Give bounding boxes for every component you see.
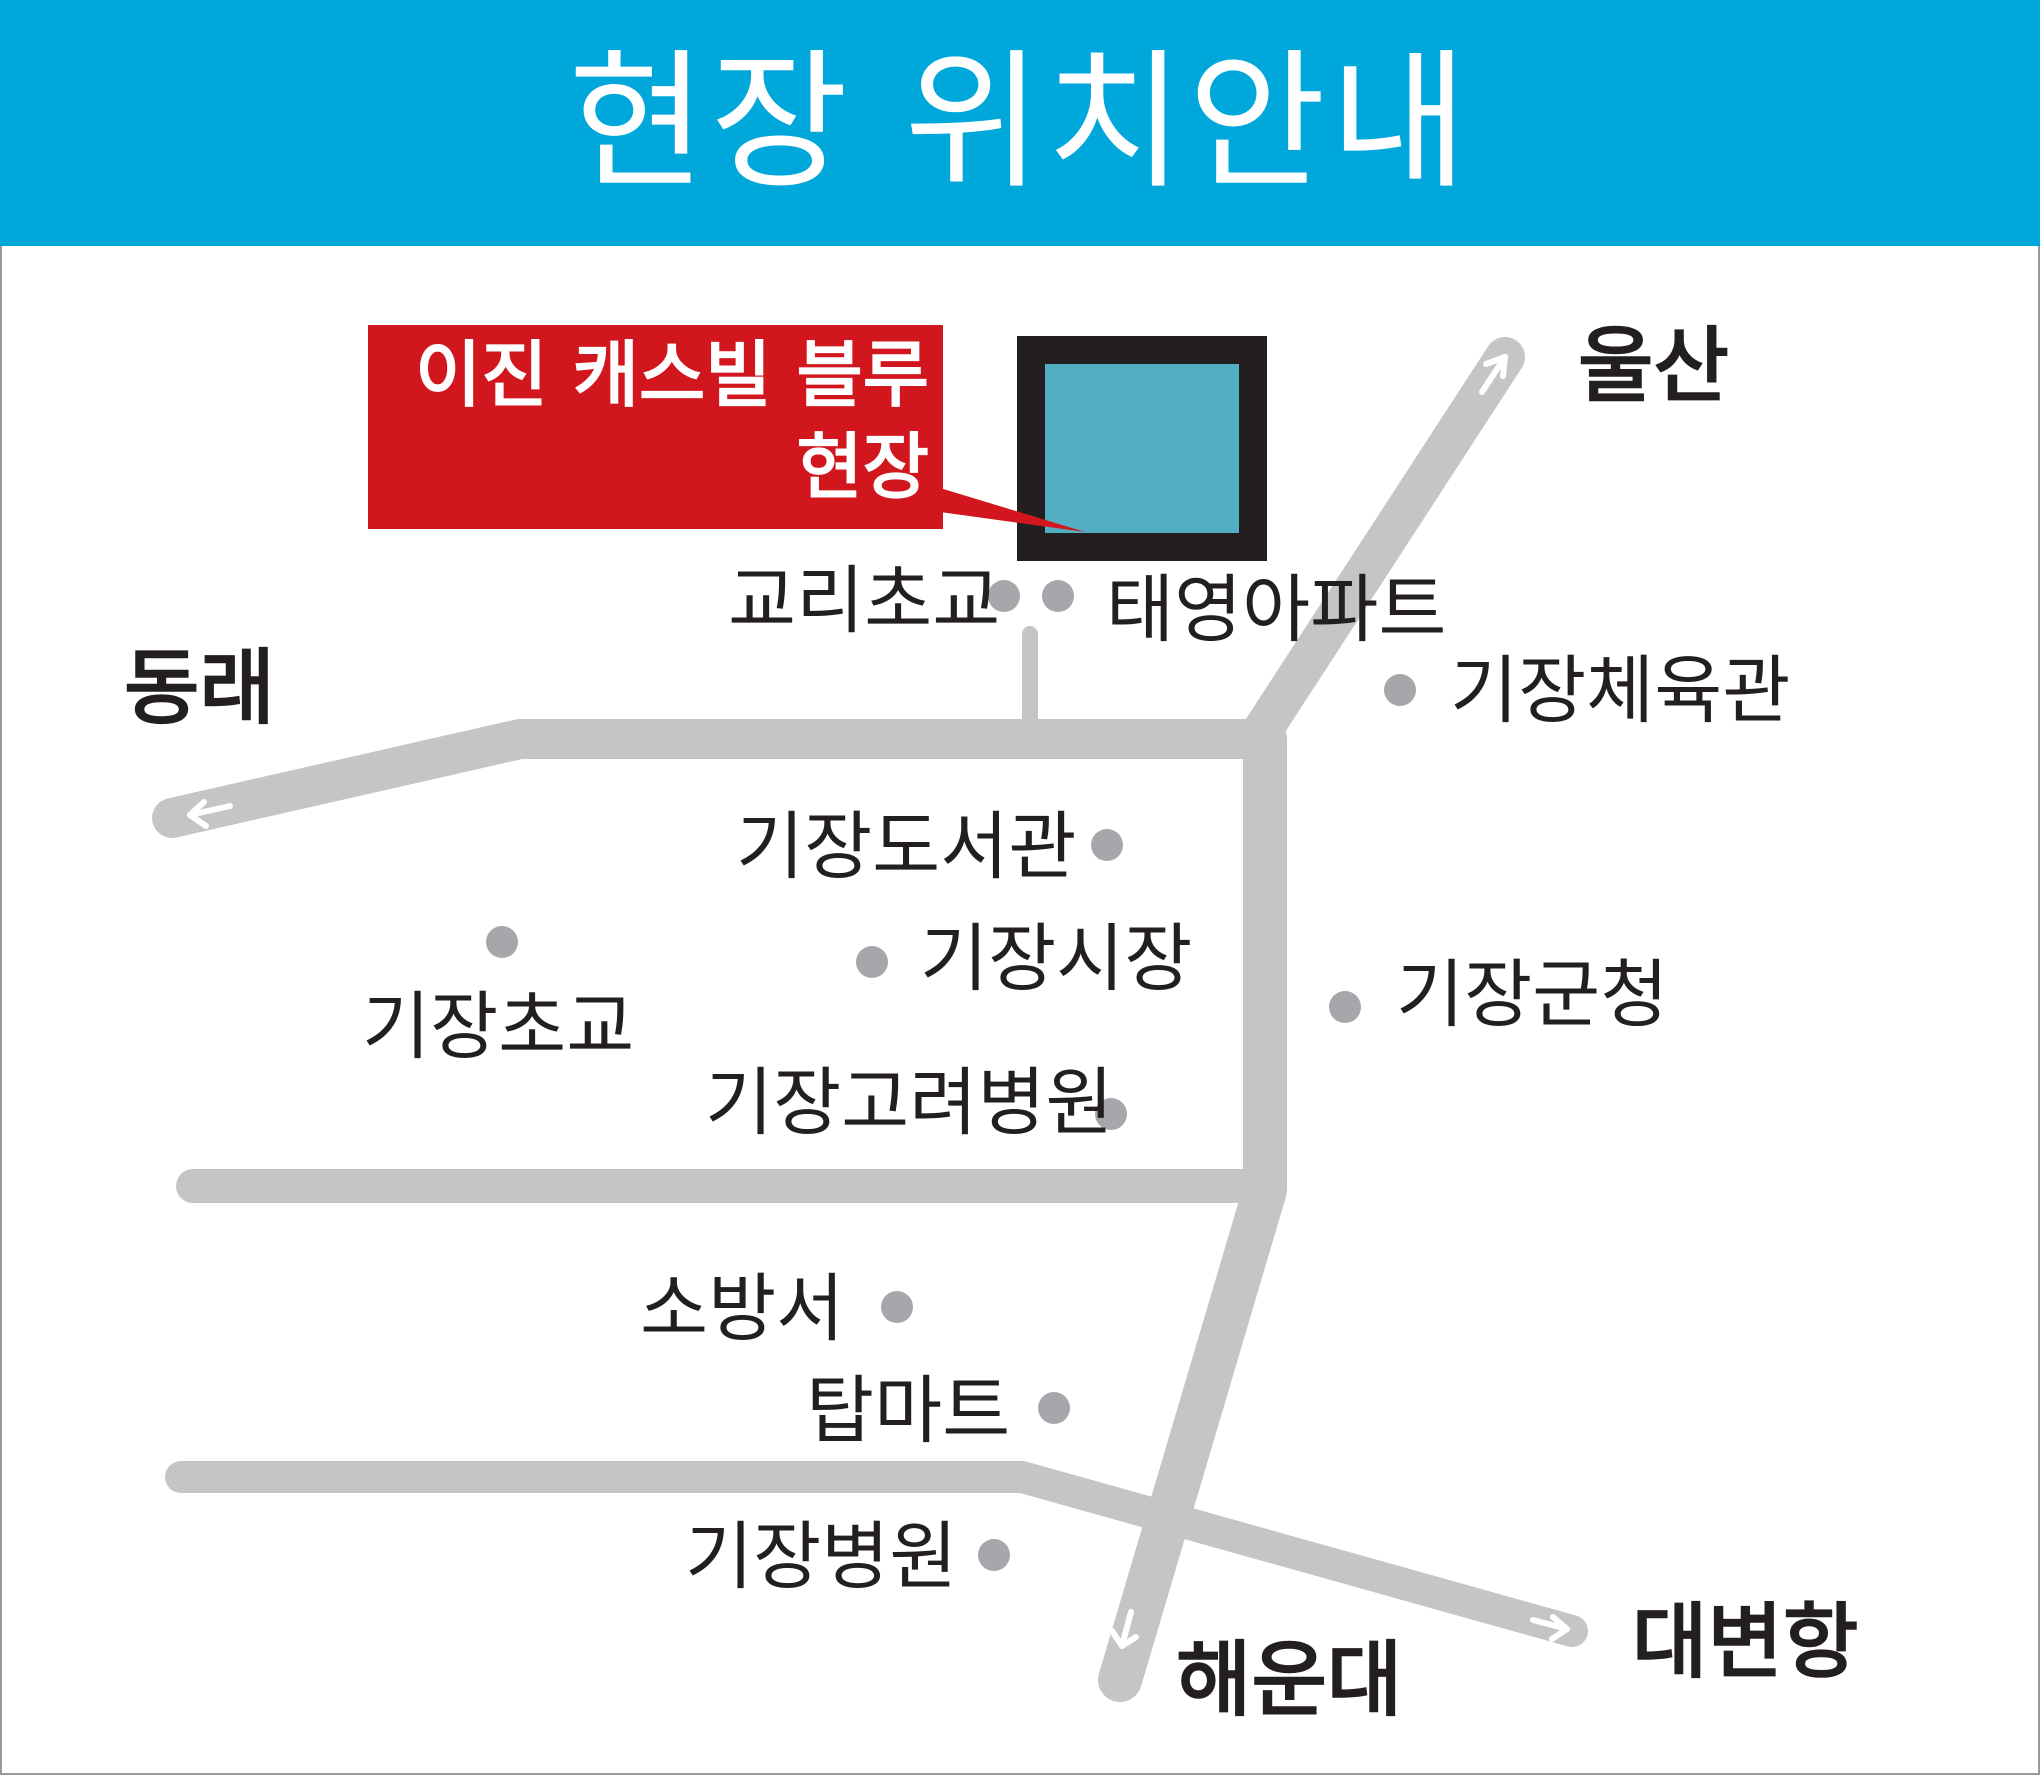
dot-icon-gijang-korea-hospital	[1095, 1098, 1127, 1130]
place-label-gijang-library: 기장도서관	[736, 804, 1077, 890]
site-marker-icon	[1017, 336, 1267, 561]
dest-label-daebyeon: 대변항	[1632, 1595, 1859, 1690]
dot-icon-gijang-market	[856, 946, 888, 978]
place-label-gijang-elementary: 기장초교	[362, 984, 635, 1070]
dot-icon-gijang-hospital	[978, 1539, 1010, 1571]
road-ulsan-branch	[1240, 337, 1525, 754]
place-label-gijang-market: 기장시장	[920, 916, 1193, 1002]
dot-icon-gijang-office	[1329, 991, 1361, 1023]
place-label-top-mart: 탑마트	[806, 1368, 1011, 1454]
callout-line-1: 이진 캐스빌 블루	[415, 333, 929, 417]
place-label-gijang-gym: 기장체육관	[1450, 648, 1791, 734]
dot-icon-fire-station	[881, 1291, 913, 1323]
place-label-fire-station: 소방서	[640, 1266, 845, 1352]
road-dongnae	[152, 719, 1284, 838]
dot-icon-gijang-library	[1091, 829, 1123, 861]
place-label-taeyoung-apt: 태영아파트	[1106, 567, 1447, 653]
dot-icon-gijang-gym	[1384, 674, 1416, 706]
arrow-icon-ulsan	[1479, 354, 1508, 395]
arrow-icon-haeundae	[1109, 1609, 1139, 1649]
callout-line-2: 현장	[796, 425, 929, 509]
place-label-gijang-hospital: 기장병원	[685, 1514, 958, 1600]
dot-icon-taeyoung-apt	[1042, 580, 1074, 612]
dot-icon-gyori-school	[988, 580, 1020, 612]
arrow-icon-daebyeon	[1530, 1614, 1570, 1642]
site-callout: 이진 캐스빌 블루 현장	[368, 325, 943, 529]
place-label-gyori-school: 교리초교	[728, 558, 1001, 644]
page-title: 현장 위치안내	[568, 36, 1472, 210]
place-label-gijang-office: 기장군청	[1396, 952, 1669, 1038]
place-label-gijang-korea-hospital: 기장고려병원	[705, 1060, 1114, 1146]
dot-icon-top-mart	[1038, 1392, 1070, 1424]
dot-icon-gijang-elementary	[486, 926, 518, 958]
dest-label-dongnae: 동래	[124, 641, 275, 736]
callout-pointer	[940, 488, 1085, 532]
header-bar: 현장 위치안내	[0, 0, 2040, 246]
dest-label-ulsan: 울산	[1578, 319, 1729, 414]
road-lower	[165, 1461, 1588, 1647]
dest-label-haeundae: 해운대	[1176, 1633, 1403, 1728]
arrow-icon-dongnae	[187, 799, 233, 829]
